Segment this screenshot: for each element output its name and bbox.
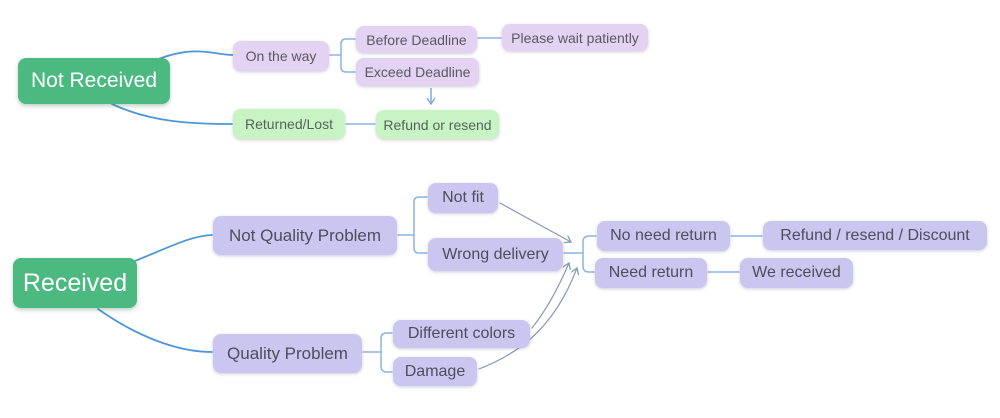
node-returned-lost[interactable]: Returned/Lost	[233, 109, 345, 139]
edge-received-notquality	[129, 234, 213, 264]
edge-quality-bracket	[362, 332, 393, 373]
edge-damage-junction-arrow	[478, 268, 577, 370]
node-not-fit[interactable]: Not fit	[428, 183, 498, 213]
edge-diffcolors-junction-arrow	[531, 263, 569, 329]
node-refund-resend-discount[interactable]: Refund / resend / Discount	[763, 221, 987, 250]
edge-notfit-junction-arrow	[499, 202, 571, 242]
edge-notquality-bracket	[397, 196, 428, 254]
node-wrong-delivery[interactable]: Wrong delivery	[428, 238, 563, 271]
node-damage[interactable]: Damage	[393, 357, 477, 386]
node-quality-problem[interactable]: Quality Problem	[213, 334, 362, 373]
node-on-the-way[interactable]: On the way	[233, 41, 329, 71]
edge-ontheway-bracket	[329, 38, 356, 73]
node-we-received[interactable]: We received	[740, 258, 853, 288]
node-received[interactable]: Received	[13, 258, 137, 308]
node-exceed-deadline[interactable]: Exceed Deadline	[356, 58, 479, 86]
node-not-received[interactable]: Not Received	[18, 58, 170, 104]
node-different-colors[interactable]: Different colors	[393, 320, 530, 348]
node-before-deadline[interactable]: Before Deadline	[356, 26, 477, 53]
node-not-quality-problem[interactable]: Not Quality Problem	[213, 216, 397, 255]
edge-notreceived-returnedlost	[111, 103, 233, 125]
node-please-wait-patiently[interactable]: Please wait patiently	[502, 24, 648, 51]
edge-received-quality	[97, 308, 213, 353]
node-no-need-return[interactable]: No need return	[597, 221, 730, 251]
node-need-return[interactable]: Need return	[595, 258, 707, 288]
edge-notreceived-ontheway	[155, 50, 234, 61]
node-refund-or-resend[interactable]: Refund or resend	[376, 110, 499, 139]
